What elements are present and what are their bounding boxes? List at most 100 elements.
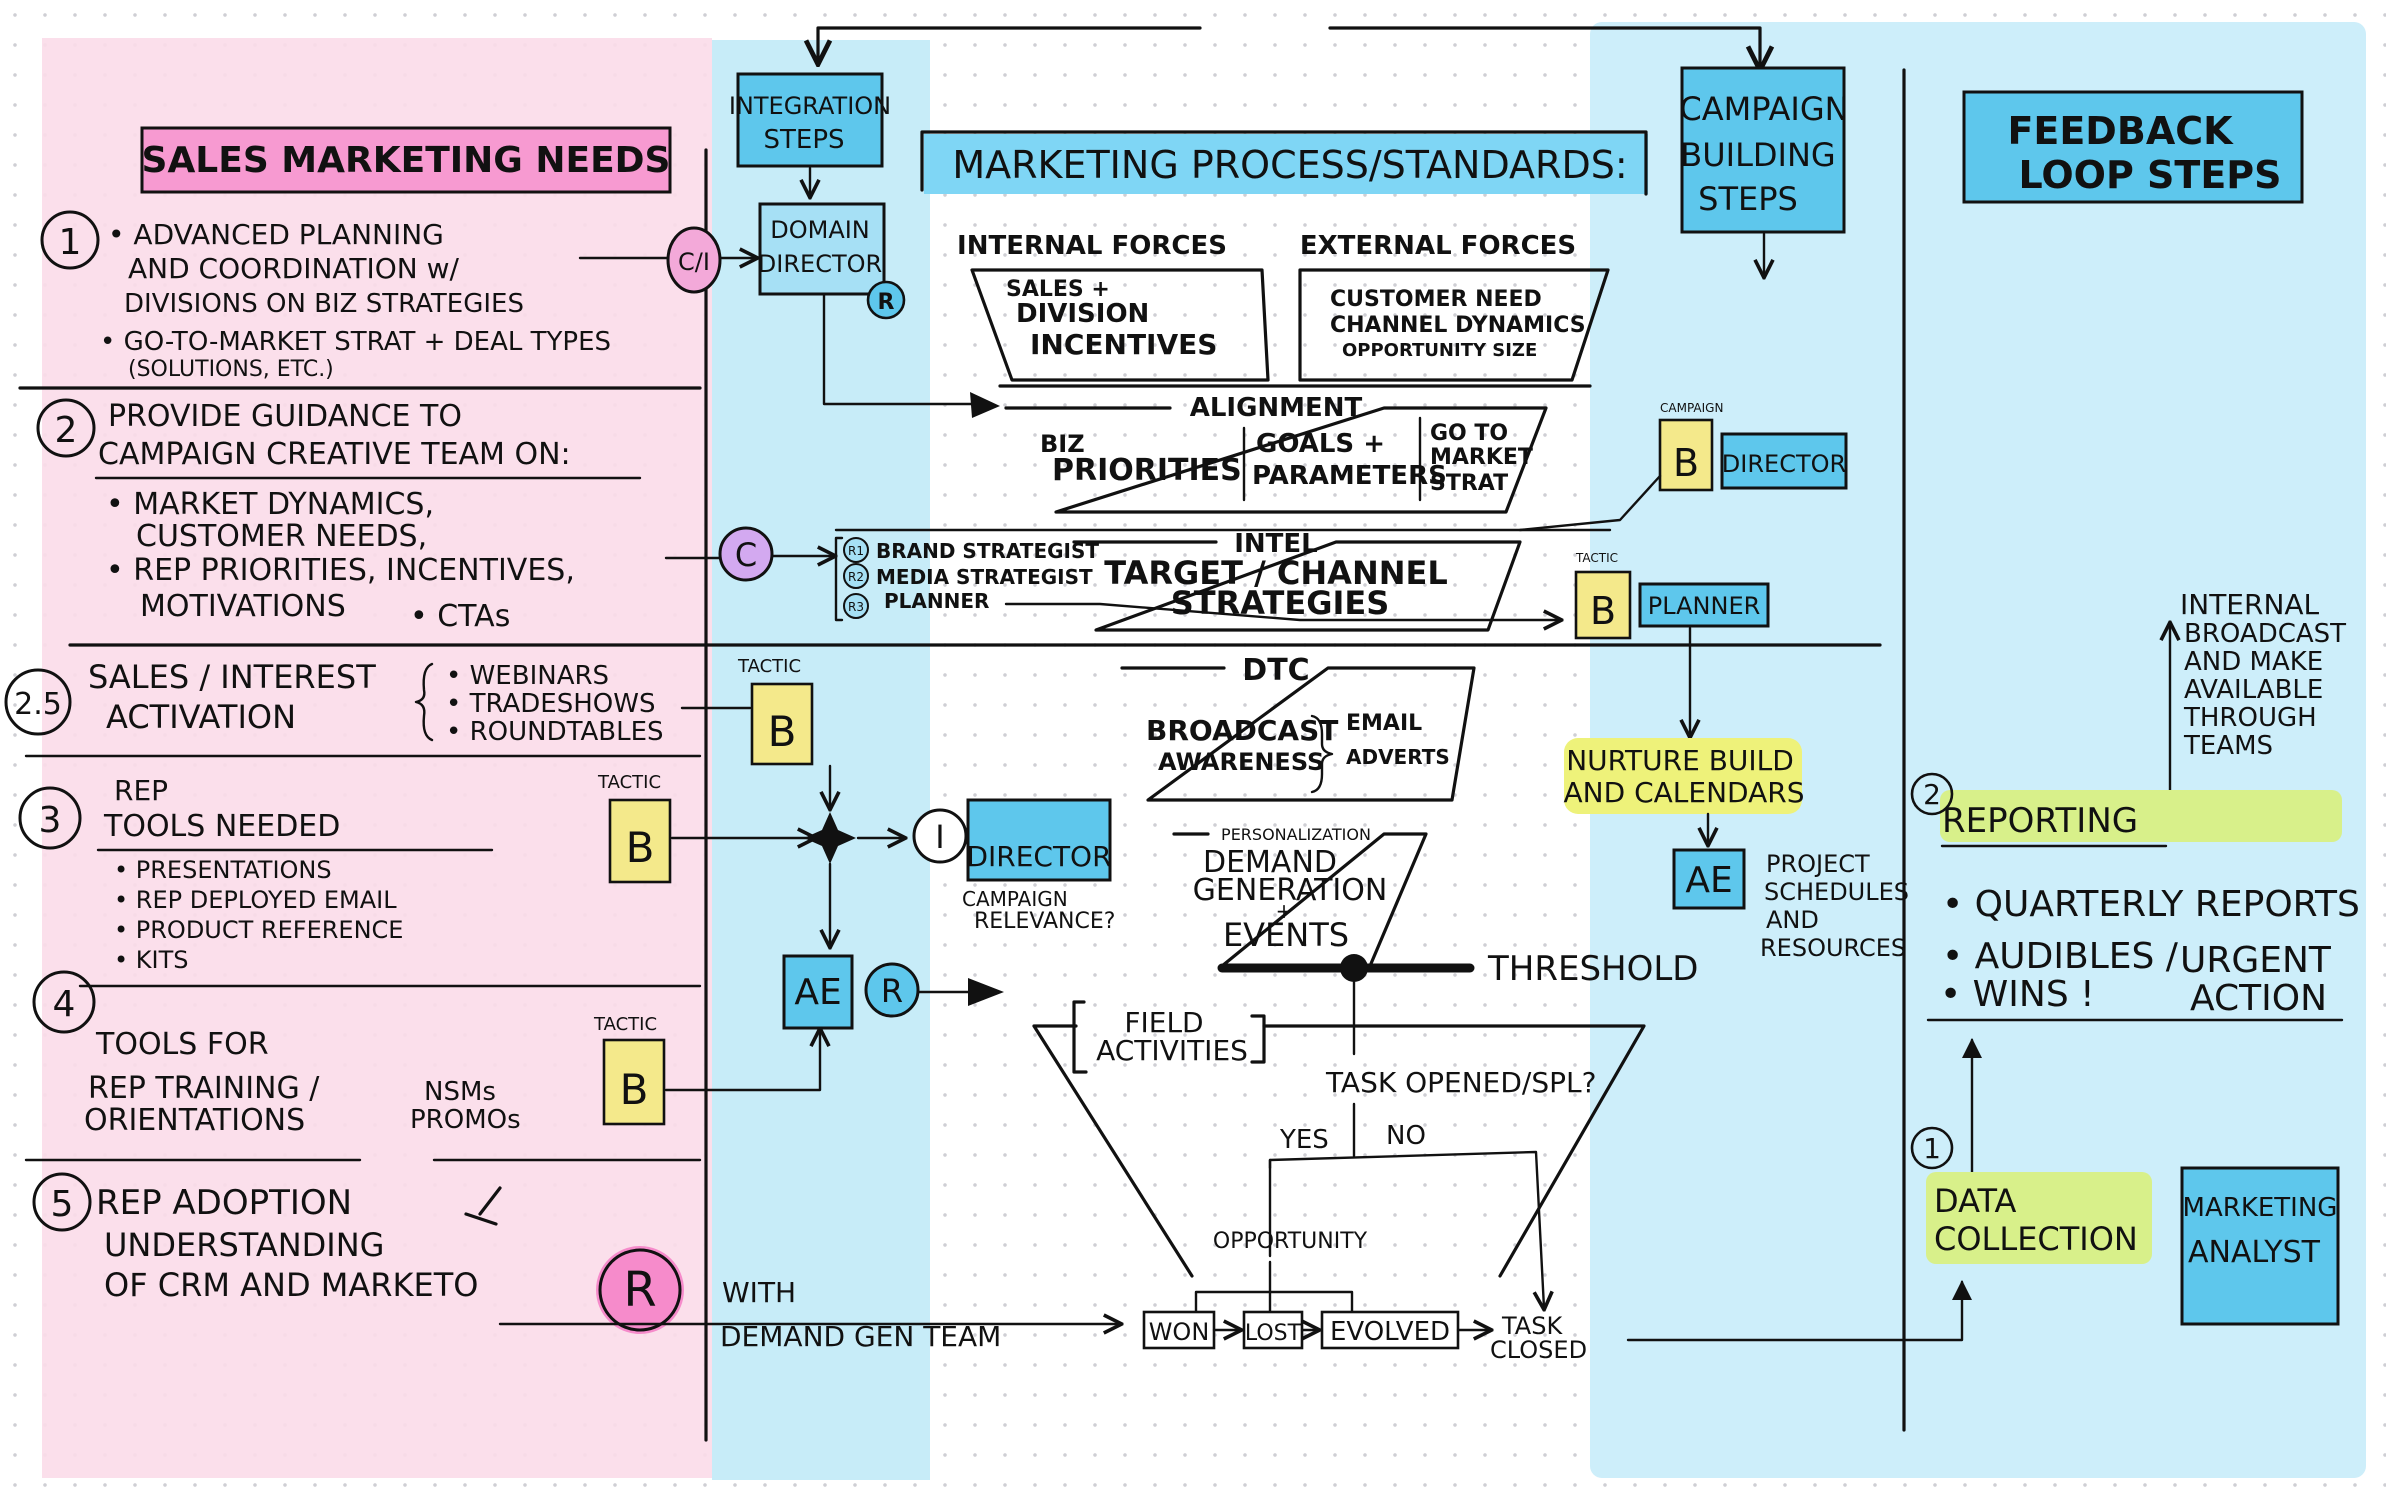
yes-label: YES bbox=[1279, 1125, 1329, 1155]
s1-line-5: (SOLUTIONS, ETC.) bbox=[128, 357, 334, 382]
media-strategist-label: MEDIA STRATEGIST bbox=[876, 565, 1093, 589]
al-c1-line-2: PRIORITIES bbox=[1052, 453, 1242, 488]
target-line-2: STRATEGIES bbox=[1171, 584, 1390, 622]
evolved-label: EVOLVED bbox=[1330, 1317, 1450, 1347]
big-r-label: R bbox=[623, 1262, 656, 1318]
s4-line-1: TOOLS FOR bbox=[95, 1027, 269, 1062]
step-3-circle bbox=[18, 786, 82, 850]
with-label: WITH bbox=[722, 1276, 796, 1309]
tactic-label-3: TACTIC bbox=[597, 772, 661, 793]
report-bullet-4: • WINS ! bbox=[1940, 974, 2095, 1015]
step-1-number: 1 bbox=[59, 222, 82, 263]
analyst-line-2: ANALYST bbox=[2188, 1235, 2321, 1270]
process-title-frame bbox=[920, 130, 1648, 196]
s2-line-4: CUSTOMER NEEDS, bbox=[136, 519, 427, 554]
task-opened-label: TASK OPENED/SPL? bbox=[1325, 1066, 1596, 1099]
domain-r-circle bbox=[866, 280, 906, 320]
if-line-3: INCENTIVES bbox=[1030, 328, 1217, 361]
int-line-5: THROUGH bbox=[2183, 703, 2317, 733]
external-forces-funnel bbox=[1298, 268, 1610, 382]
tactic-b-3: B bbox=[626, 823, 655, 872]
intel-label: INTEL bbox=[1234, 529, 1318, 559]
tactic-small-label: TACTIC bbox=[1575, 551, 1618, 565]
planner-role-label: PLANNER bbox=[884, 589, 989, 613]
tactic-note-4 bbox=[602, 1038, 666, 1126]
step-3-number: 3 bbox=[39, 800, 62, 841]
top-loop-right bbox=[1328, 26, 1760, 68]
r3-circle bbox=[843, 593, 869, 619]
demand-gen-team-label: DEMAND GEN TEAM bbox=[720, 1320, 1001, 1353]
s4-line-3: ORIENTATIONS bbox=[84, 1103, 305, 1138]
int-line-4: AVAILABLE bbox=[2184, 675, 2323, 705]
tactic-b-4: B bbox=[620, 1065, 649, 1114]
s3-bullet-2: • REP DEPLOYED EMAIL bbox=[114, 886, 397, 914]
s5-line-1: REP ADOPTION bbox=[96, 1183, 352, 1223]
ef-line-3: OPPORTUNITY SIZE bbox=[1342, 340, 1537, 361]
tactic-note-25 bbox=[750, 682, 814, 766]
tactic4-to-ae-line bbox=[664, 1030, 820, 1092]
sales-pink-band bbox=[42, 38, 712, 1478]
s5-check-mark bbox=[464, 1186, 502, 1226]
brand-strategist-label: BRAND STRATEGIST bbox=[876, 539, 1099, 563]
marketing-process-section: MARKETING PROCESS/STANDARDS: INTERNAL FO… bbox=[834, 130, 1972, 1364]
r2-circle bbox=[843, 563, 869, 589]
step-1-circle bbox=[40, 210, 100, 270]
c-label: C bbox=[735, 536, 757, 574]
domain-to-alignment-arrow bbox=[822, 292, 992, 406]
al-c2-line-1: GOALS + bbox=[1256, 429, 1385, 459]
campaign-note bbox=[1658, 418, 1714, 492]
report-bullet-3: URGENT bbox=[2180, 940, 2332, 981]
campaign-relevance-line-2: RELEVANCE? bbox=[974, 909, 1115, 934]
ci-label: C/I bbox=[678, 248, 710, 276]
al-c3-line-3: STRAT bbox=[1430, 471, 1508, 496]
personalization-label: PERSONALIZATION bbox=[1221, 825, 1371, 844]
report-bullet-5: ACTION bbox=[2190, 978, 2327, 1019]
campaign-note-to-alignment bbox=[1518, 474, 1662, 532]
lost-box bbox=[1242, 1310, 1304, 1350]
al-c3-line-2: MARKET bbox=[1430, 445, 1533, 470]
tactic-b-25: B bbox=[768, 707, 797, 756]
s3-bullet-3: • PRODUCT REFERENCE bbox=[114, 916, 403, 944]
s25-brace bbox=[414, 662, 434, 742]
proj-line-4: RESOURCES bbox=[1760, 934, 1906, 962]
planner-to-campaign-planner-arrow bbox=[1004, 602, 1560, 620]
campaign-title-line-3: STEPS bbox=[1698, 180, 1798, 218]
intel-funnel bbox=[1072, 540, 1522, 632]
r3-label: R3 bbox=[848, 600, 864, 614]
report-bullet-2: • AUDIBLES / bbox=[1942, 936, 2179, 977]
report-bullet-1: • QUARTERLY REPORTS bbox=[1942, 884, 2360, 925]
s2-line-6: MOTIVATIONS bbox=[140, 589, 346, 624]
analyst-line-1: MARKETING bbox=[2183, 1193, 2338, 1223]
evolved-box bbox=[1320, 1310, 1460, 1350]
c-circle bbox=[718, 526, 774, 582]
director-box-i bbox=[966, 798, 1112, 882]
reporting-label: REPORTING bbox=[1942, 801, 2138, 841]
int-line-6: TEAMS bbox=[2183, 731, 2273, 761]
ef-line-1: CUSTOMER NEED bbox=[1330, 287, 1542, 312]
role-r2: R2 MEDIA STRATEGIST bbox=[843, 563, 1093, 589]
domain-director-line-1: DOMAIN bbox=[770, 216, 870, 244]
r1-circle bbox=[843, 537, 869, 563]
int-line-1: INTERNAL bbox=[2180, 588, 2320, 621]
field-activities-bracket-right bbox=[1250, 1014, 1266, 1064]
step-5-number: 5 bbox=[51, 1184, 74, 1225]
dg-line-2: GENERATION bbox=[1193, 873, 1388, 908]
s1-line-3: DIVISIONS ON BIZ STRATEGIES bbox=[124, 289, 524, 319]
reporting-highlight bbox=[1940, 790, 2342, 842]
dtc-funnel bbox=[1120, 666, 1476, 802]
director-i-label: DIRECTOR bbox=[966, 840, 1111, 873]
tactic-label-4: TACTIC bbox=[593, 1014, 657, 1035]
ef-line-2: CHANNEL DYNAMICS bbox=[1330, 313, 1586, 338]
background-bands bbox=[42, 22, 2366, 1480]
ae-r-arrowhead bbox=[968, 978, 1004, 1006]
big-r-circle bbox=[596, 1246, 684, 1334]
data-collection-line-2: COLLECTION bbox=[1934, 1220, 2138, 1258]
r1-label: R1 bbox=[848, 544, 864, 558]
process-title: MARKETING PROCESS/STANDARDS: bbox=[952, 143, 1627, 187]
field-line-1: FIELD bbox=[1124, 1006, 1203, 1039]
r2-label: R2 bbox=[848, 570, 864, 584]
integration-title-box bbox=[736, 72, 884, 168]
tactic-note-3 bbox=[608, 798, 672, 884]
process-title-highlight bbox=[924, 134, 1648, 194]
